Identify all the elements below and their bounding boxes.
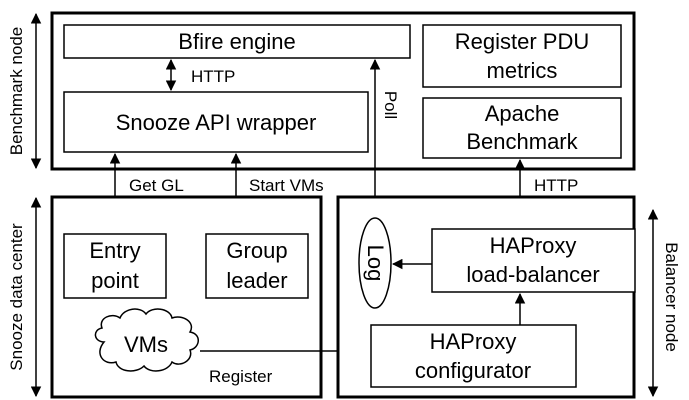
register-pdu-label-line2: metrics <box>487 58 558 83</box>
log-ellipse <box>358 217 392 309</box>
apache-benchmark-label-line2: Benchmark <box>466 129 578 154</box>
snooze-api-wrapper-box <box>63 91 369 153</box>
haproxy-configurator-label-line2: configurator <box>415 358 531 383</box>
haproxy-configurator-box <box>370 324 577 388</box>
haproxy-load-balancer-label-line2: load-balancer <box>466 262 599 287</box>
group-leader-box <box>205 233 309 299</box>
entry-point-box <box>63 233 167 299</box>
entry-point-label-line2: point <box>91 268 139 293</box>
haproxy-configurator-label-line1: HAProxy <box>430 329 517 354</box>
apache-benchmark-label-line1: Apache <box>485 101 560 126</box>
benchmark-node-label: Benchmark node <box>7 27 26 156</box>
bfire-engine-box <box>63 24 411 59</box>
http-right-label: HTTP <box>534 176 578 195</box>
register-pdu-label-line1: Register PDU <box>455 29 589 54</box>
register-label: Register <box>209 367 273 386</box>
bfire-engine-label: Bfire engine <box>178 29 295 54</box>
haproxy-load-balancer-label-line1: HAProxy <box>490 233 577 258</box>
vms-cloud-icon <box>94 308 199 372</box>
snooze-api-wrapper-label: Snooze API wrapper <box>116 110 317 135</box>
log-label: Log <box>363 245 388 282</box>
snooze-data-center-label: Snooze data center <box>7 223 26 371</box>
entry-point-label-line1: Entry <box>89 238 140 263</box>
haproxy-load-balancer-box <box>431 228 636 293</box>
http-top-label: HTTP <box>191 67 235 86</box>
balancer-node-label: Balancer node <box>662 242 681 352</box>
register-pdu-box <box>422 24 622 88</box>
group-leader-label-line2: leader <box>226 268 287 293</box>
poll-label: Poll <box>381 91 400 119</box>
vms-label: VMs <box>124 332 168 357</box>
group-leader-label-line1: Group <box>226 238 287 263</box>
get-gl-label: Get GL <box>129 176 184 195</box>
apache-benchmark-box <box>422 97 622 159</box>
start-vms-label: Start VMs <box>249 176 324 195</box>
